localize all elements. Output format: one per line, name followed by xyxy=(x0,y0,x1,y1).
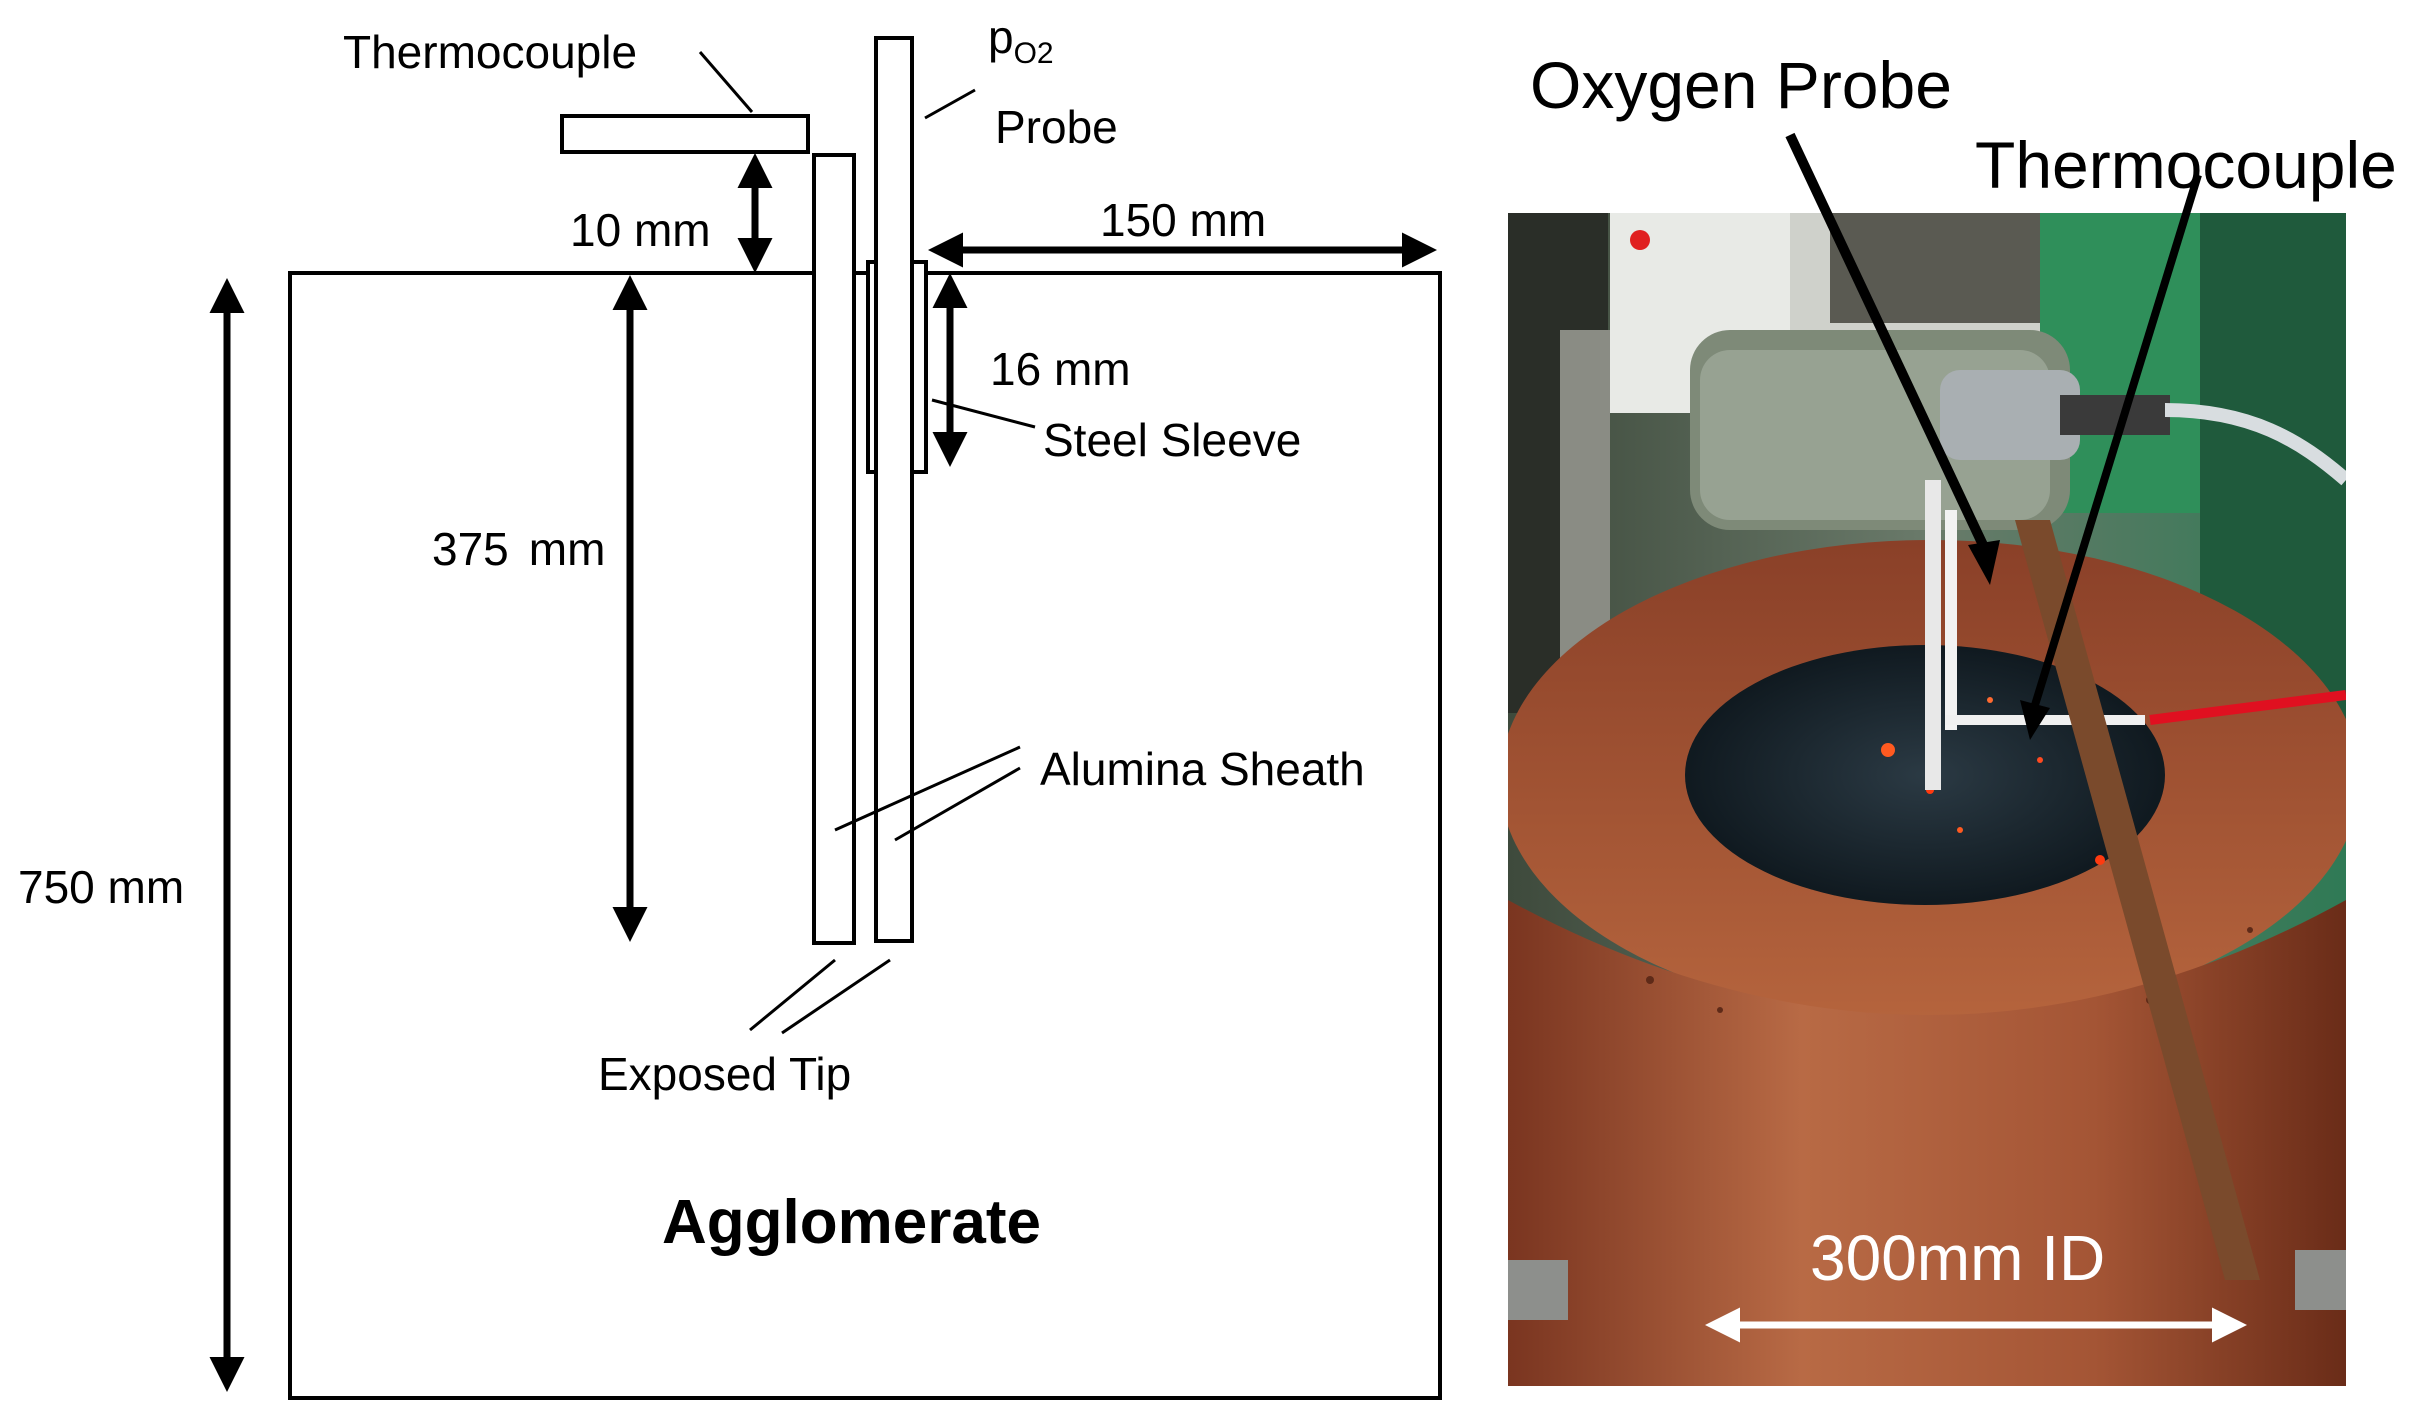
label-thermocouple: Thermocouple xyxy=(343,26,637,78)
label-po2: pO2 xyxy=(988,11,1054,70)
label-oxygen-probe: Oxygen Probe xyxy=(1530,48,1952,122)
agglomerate-box xyxy=(288,271,1442,1400)
label-probe: Probe xyxy=(995,101,1118,153)
schematic-labels: Thermocouple pO2 Probe 10 mm 150 mm 16 m… xyxy=(18,11,1365,1257)
photo: Oxygen Probe Thermocouple 300mm ID xyxy=(1508,48,2397,1386)
label-10mm: 10 mm xyxy=(570,204,711,256)
label-steel-sleeve: Steel Sleeve xyxy=(1043,414,1301,466)
pointer-thermocouple xyxy=(2031,173,2202,707)
leader-probe xyxy=(924,88,976,120)
label-150mm: 150 mm xyxy=(1100,194,1266,246)
pointer-oxygen-probe xyxy=(1785,132,1988,548)
label-16mm: 16 mm xyxy=(990,343,1131,395)
pointer-oxygen-probe-head xyxy=(1968,540,2000,585)
alumina-sheath-left xyxy=(812,153,856,945)
leader-steel-sleeve xyxy=(931,398,1036,429)
label-exposed-tip: Exposed Tip xyxy=(598,1048,851,1100)
leader-thermocouple xyxy=(698,51,754,113)
label-agglomerate: Agglomerate xyxy=(662,1188,1041,1257)
label-photo-thermocouple: Thermocouple xyxy=(1975,128,2397,202)
leader-alumina-1 xyxy=(834,745,1021,832)
leader-alumina-2 xyxy=(894,766,1021,842)
leader-tip-1 xyxy=(749,958,836,1032)
label-300mm-id: 300mm ID xyxy=(1810,1222,2105,1294)
po2-probe-tube xyxy=(874,36,914,943)
leader-tip-2 xyxy=(781,958,891,1035)
thermocouple-bar xyxy=(560,114,810,154)
schematic xyxy=(209,36,1442,1400)
label-750mm: 750 mm xyxy=(18,861,184,913)
pointer-thermocouple-head xyxy=(2020,700,2050,740)
label-alumina-sheath: Alumina Sheath xyxy=(1040,743,1365,795)
